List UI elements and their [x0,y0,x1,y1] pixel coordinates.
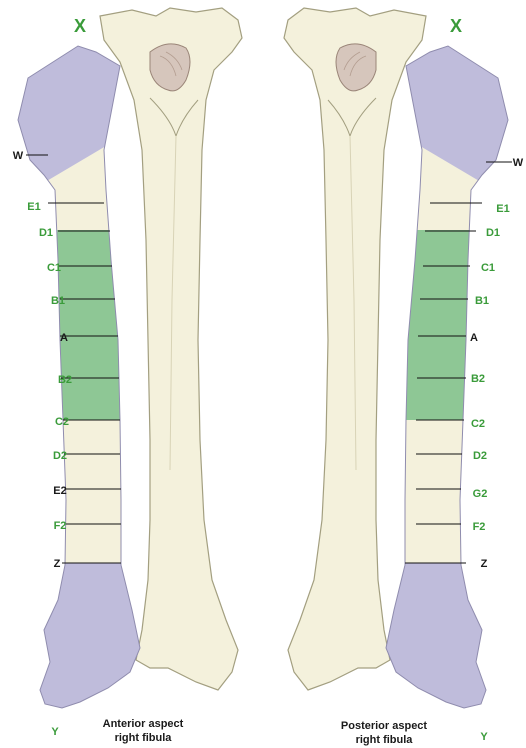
left-level-e1: E1 [27,201,40,213]
left-level-e2: E2 [53,485,66,497]
right-bottom-label: Y [480,731,488,743]
left-level-c2: C2 [55,416,69,428]
left-w-label: W [13,150,24,162]
right-top-label: X [450,16,462,36]
left-fibula [0,0,150,748]
left-level-z: Z [54,558,61,570]
left-level-b1: B1 [51,295,65,307]
left-caption-line1: Anterior aspect [103,718,184,730]
right-level-c1: C1 [481,262,495,274]
left-level-f2: F2 [54,520,67,532]
right-level-e1: E1 [496,203,509,215]
right-level-c2: C2 [471,418,485,430]
left-level-d1: D1 [39,227,53,239]
right-caption-line1: Posterior aspect [341,720,428,732]
left-top-label: X [74,16,86,36]
right-caption-line2: right fibula [356,734,414,746]
left-level-a: A [60,332,68,344]
right-level-b2: B2 [471,373,485,385]
left-level-d2: D2 [53,450,67,462]
right-level-d1: D1 [486,227,500,239]
right-w-label: W [513,157,524,169]
right-fibula-green-zone [376,230,526,420]
left-bottom-label: Y [51,726,59,738]
left-caption-line2: right fibula [115,732,173,744]
right-level-z: Z [481,558,488,570]
right-level-d2: D2 [473,450,487,462]
left-level-c1: C1 [47,262,61,274]
left-level-b2: B2 [58,374,72,386]
right-level-f2: F2 [473,521,486,533]
right-level-b1: B1 [475,295,489,307]
right-level-a: A [470,332,478,344]
right-level-g2: G2 [473,488,488,500]
right-fibula [376,0,526,748]
left-fibula-green-zone [0,230,150,420]
